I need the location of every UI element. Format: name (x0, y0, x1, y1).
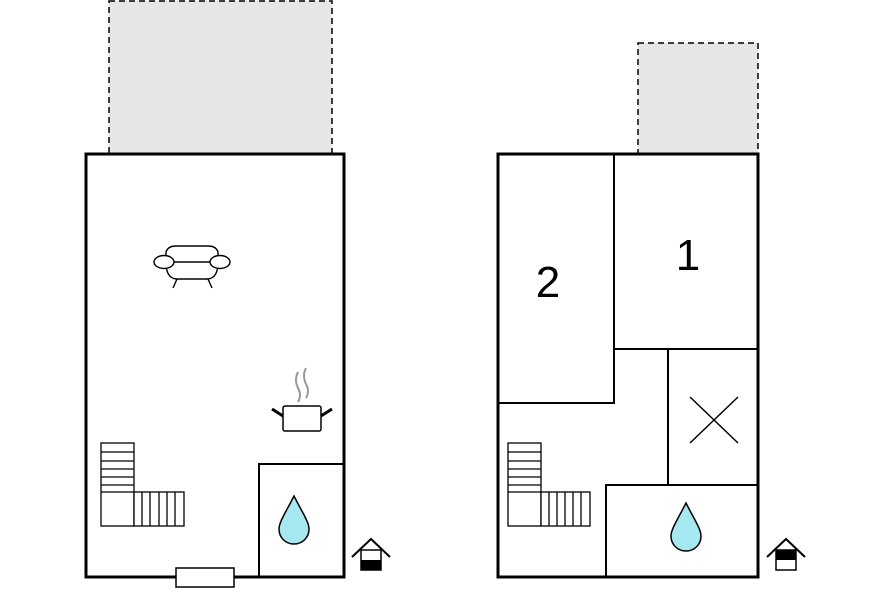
toilet-room (667, 348, 759, 486)
terrace-area (108, 0, 333, 155)
bathroom-room (605, 484, 759, 578)
cooking-pot-icon (271, 367, 333, 432)
entrance-house-icon (351, 537, 391, 571)
floor-plan-upper: 1 2 (496, 42, 806, 579)
room-label-1: 1 (676, 231, 700, 280)
stairs-icon (507, 442, 591, 527)
entrance-house-icon (766, 537, 806, 571)
water-drop-icon (670, 501, 702, 552)
room-label-2: 2 (536, 258, 560, 307)
floor-plan-ground (84, 0, 391, 588)
toilet-x-icon (689, 396, 739, 444)
water-drop-icon (278, 494, 310, 545)
entrance-door (175, 567, 235, 588)
terrace-area (637, 42, 759, 155)
sofa-icon (153, 245, 231, 289)
stairs-icon (100, 442, 185, 527)
bathroom-room (258, 463, 345, 578)
